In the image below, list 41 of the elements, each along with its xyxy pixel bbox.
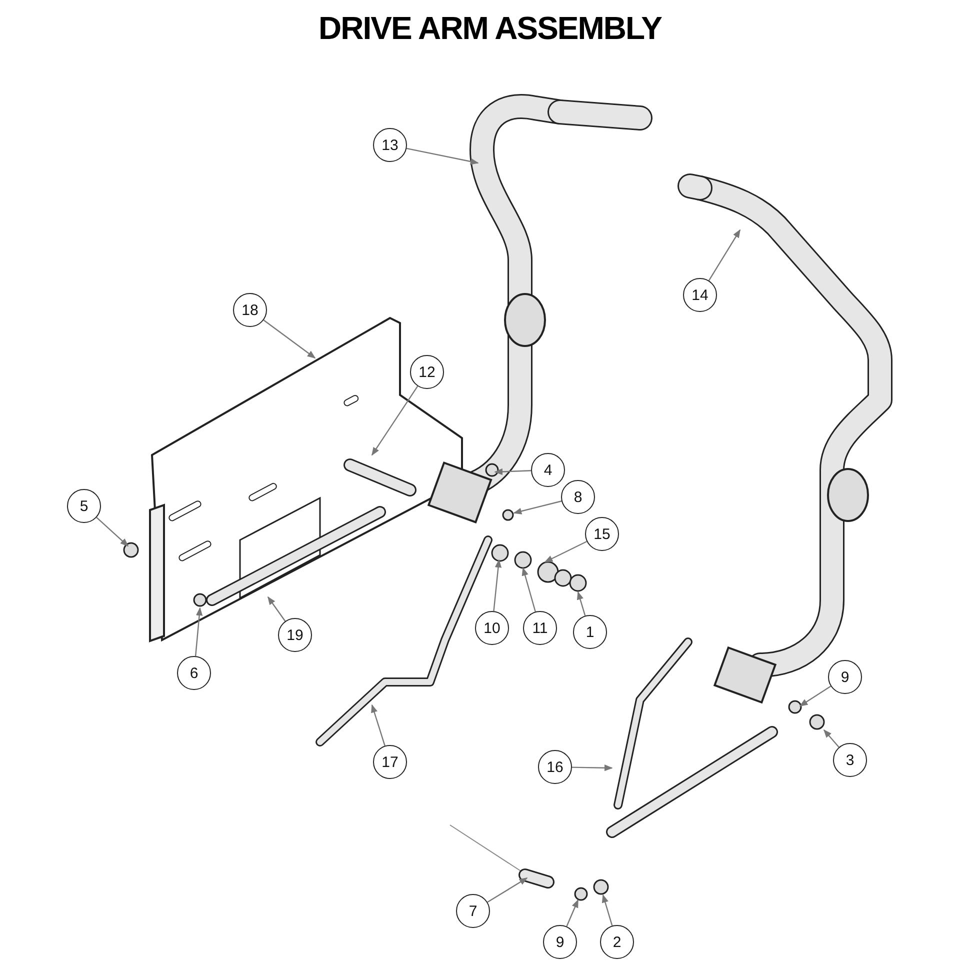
callout-number: 19	[278, 618, 312, 652]
leader-line	[513, 500, 562, 514]
leader-line	[823, 729, 840, 748]
leader-line	[522, 567, 536, 612]
callout-number: 4	[531, 453, 565, 487]
leader-line	[487, 877, 528, 903]
leader-line	[572, 764, 613, 772]
callout-number: 12	[410, 355, 444, 389]
callout-number: 3	[833, 743, 867, 777]
leader-line	[263, 320, 316, 358]
callout-number: 8	[561, 480, 595, 514]
callout-number: 5	[67, 489, 101, 523]
leader-line	[602, 894, 613, 926]
callout-number: 16	[538, 750, 572, 784]
leader-line	[493, 559, 502, 612]
leader-line	[544, 540, 587, 563]
callout-number: 11	[523, 611, 557, 645]
callout-number: 15	[585, 517, 619, 551]
callout-number: 18	[233, 293, 267, 327]
callout-number: 14	[683, 278, 717, 312]
leader-line	[494, 468, 532, 476]
leader-line	[194, 607, 203, 656]
leader-line	[799, 686, 832, 706]
diagram-title: DRIVE ARM ASSEMBLY	[318, 10, 663, 47]
callout-number: 17	[373, 745, 407, 779]
callout-number: 2	[600, 925, 634, 959]
leader-line	[371, 704, 386, 746]
leader-line	[96, 517, 129, 547]
callout-number: 7	[456, 894, 490, 928]
leader-line	[268, 596, 286, 622]
callout-number: 10	[475, 611, 509, 645]
callout-number: 9	[828, 660, 862, 694]
callout-number: 1	[573, 615, 607, 649]
callout-number: 9	[543, 925, 577, 959]
callout-number: 13	[373, 128, 407, 162]
leader-line	[566, 899, 579, 927]
leader-line	[576, 591, 586, 616]
leader-line	[708, 229, 741, 281]
leader-line	[372, 386, 418, 456]
callout-number: 6	[177, 656, 211, 690]
leader-line	[406, 148, 479, 165]
